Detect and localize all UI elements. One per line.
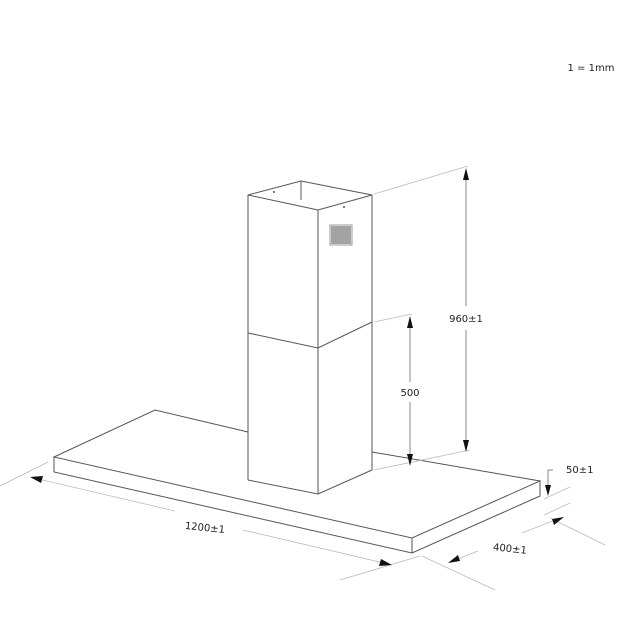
canopy xyxy=(52,409,542,554)
vent-grille-icon xyxy=(329,224,353,246)
dimension-height: 960±1 xyxy=(373,165,483,471)
width-label: 1200±1 xyxy=(184,521,225,536)
chimney xyxy=(247,180,373,495)
thickness-label: 50±1 xyxy=(566,465,593,476)
dimension-width: 1200±1 xyxy=(0,461,421,581)
depth-label: 400±1 xyxy=(492,542,527,556)
height-label: 960±1 xyxy=(449,314,483,325)
scale-note: 1 = 1mm xyxy=(568,63,615,74)
dimension-chimney-lower: 500 xyxy=(373,313,420,466)
dimension-depth: 400±1 xyxy=(421,517,606,591)
chimney-lower-label: 500 xyxy=(400,388,419,399)
dimension-thickness: 50±1 xyxy=(543,465,593,516)
